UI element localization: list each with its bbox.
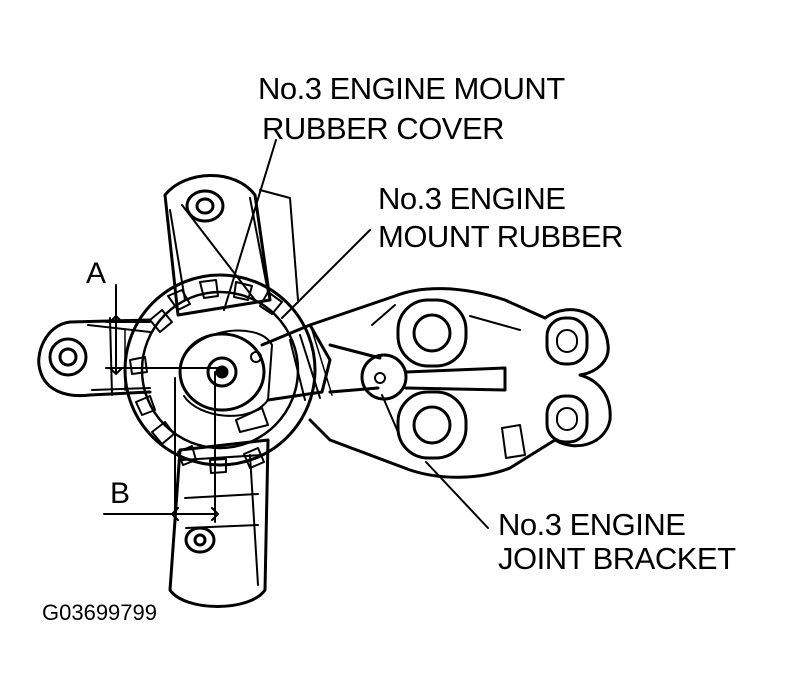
label-mount-rubber-line2: MOUNT RUBBER [378, 219, 623, 254]
leader-joint-bracket [426, 462, 488, 528]
label-joint-bracket-line1: No.3 ENGINE [498, 507, 686, 542]
leader-mount-rubber [282, 230, 370, 318]
label-mount-rubber-line1: No.3 ENGINE [378, 181, 566, 216]
mount-rubber-center [180, 331, 272, 432]
mount-link [262, 325, 505, 400]
label-dimension-b: B [110, 477, 130, 510]
label-dimension-a: A [86, 257, 106, 290]
leader-rubber-cover [224, 140, 276, 310]
label-joint-bracket-line2: JOINT BRACKET [498, 541, 736, 576]
figure-code: G03699799 [42, 600, 157, 625]
lower-arm [170, 440, 268, 607]
dimension-b [104, 372, 218, 522]
label-rubber-cover-line1: No.3 ENGINE MOUNT [258, 71, 565, 106]
dimension-a [106, 285, 220, 374]
joint-bracket [310, 289, 610, 478]
label-rubber-cover-line2: RUBBER COVER [262, 111, 505, 146]
